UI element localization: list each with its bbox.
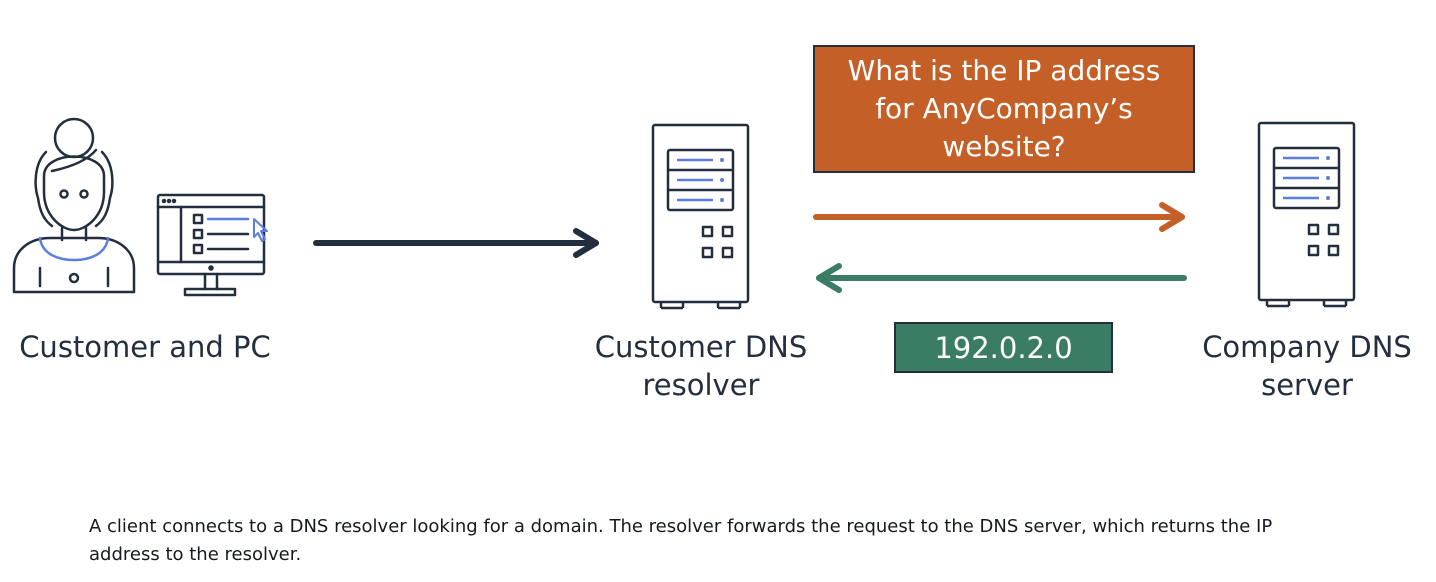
resolver-label: Customer DNS resolver — [580, 328, 822, 404]
query-line-2: for AnyCompany’s — [875, 92, 1133, 125]
customer-label: Customer and PC — [10, 328, 280, 366]
query-line-1: What is the IP address — [847, 54, 1161, 87]
customer-label-text: Customer and PC — [19, 330, 271, 364]
diagram-caption: A client connects to a DNS resolver look… — [89, 516, 1273, 565]
server-icon — [651, 123, 750, 310]
query-line-3: website? — [942, 130, 1066, 163]
dns-server-label-line-2: server — [1261, 368, 1353, 402]
arrow-response — [816, 263, 1187, 293]
ip-address-value: 192.0.2.0 — [934, 330, 1073, 365]
arrow-customer-to-resolver — [313, 228, 599, 258]
arrow-request — [813, 202, 1185, 232]
dns-server-label: Company DNS server — [1190, 328, 1424, 404]
resolver-label-line-1: Customer DNS — [594, 330, 808, 364]
resolver-label-line-2: resolver — [642, 368, 760, 402]
person-icon — [12, 117, 136, 294]
dns-server-label-line-1: Company DNS — [1202, 330, 1412, 364]
ip-answer-box: 192.0.2.0 — [894, 322, 1113, 373]
server-icon — [1257, 121, 1356, 308]
computer-monitor-icon — [156, 193, 268, 297]
dns-query-box: What is the IP address for AnyCompany’s … — [813, 45, 1195, 173]
